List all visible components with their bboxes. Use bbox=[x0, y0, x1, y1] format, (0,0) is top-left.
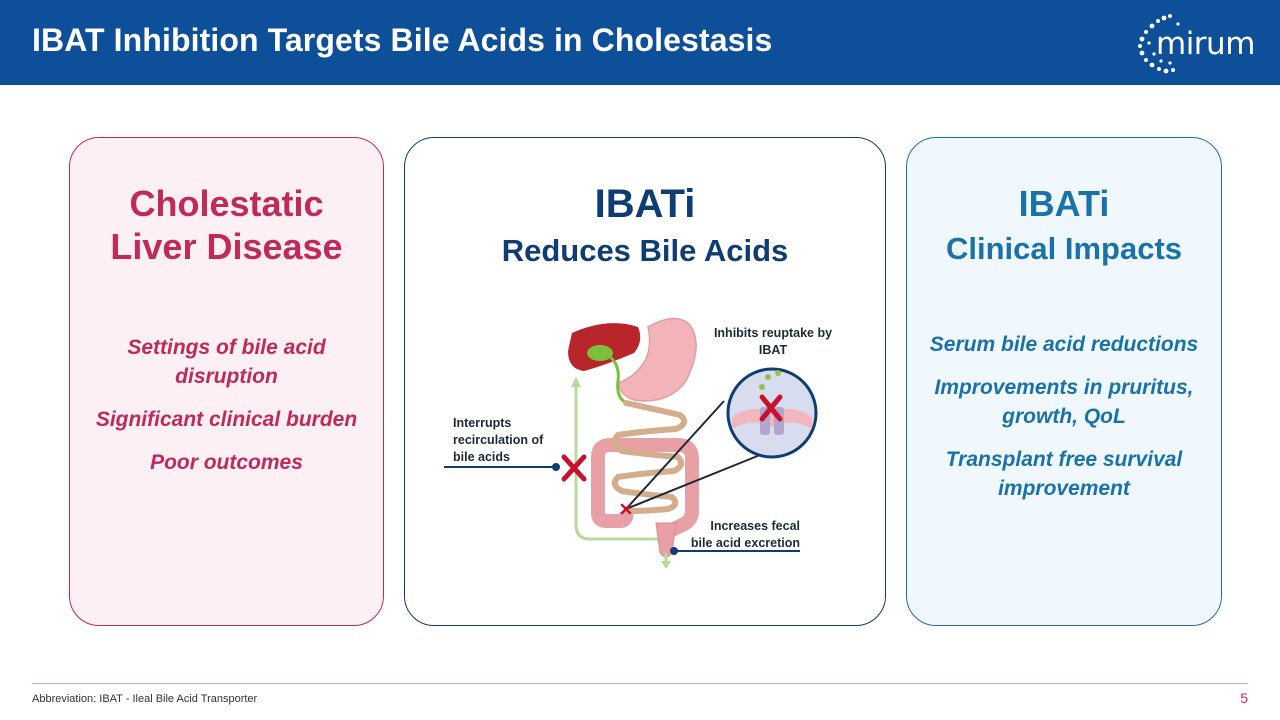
cholestatic-title-line1: Cholestatic bbox=[129, 183, 324, 224]
cholestatic-title-line2: Liver Disease bbox=[110, 226, 343, 268]
logo-dots-icon bbox=[1138, 14, 1180, 74]
cholestatic-bullet: Settings of bile acid disruption bbox=[127, 336, 326, 388]
ibati-clinical-impacts-panel: IBATi Clinical Impacts Serum bile acid r… bbox=[906, 137, 1222, 626]
cholestatic-bullets: Settings of bile acid disruption Signifi… bbox=[80, 333, 373, 491]
interrupts-recirculation-label: Interrupts recirculation of bile acids bbox=[453, 416, 544, 464]
clinical-impact-bullet: Serum bile acid reductions bbox=[929, 333, 1199, 356]
ibati-mid-subtitle: Reduces Bile Acids bbox=[501, 233, 789, 268]
ibati-right-subtitle: Clinical Impacts bbox=[945, 231, 1183, 266]
digestive-illustration bbox=[444, 317, 818, 569]
ibati-reduces-panel: IBATi Reduces Bile Acids bbox=[404, 137, 886, 626]
ileum-cross-icon bbox=[620, 503, 632, 515]
ibati-mid-title: IBATi bbox=[594, 182, 696, 226]
slide-header: IBAT Inhibition Targets Bile Acids in Ch… bbox=[0, 0, 1280, 85]
transporter-block-cross-icon bbox=[759, 394, 783, 422]
cholestatic-bullet: Poor outcomes bbox=[150, 451, 303, 474]
fecal-excretion-label: Increases fecal bile acid excretion bbox=[690, 519, 800, 550]
slide-title: IBAT Inhibition Targets Bile Acids in Ch… bbox=[32, 22, 773, 58]
cholestatic-disease-panel: Cholestatic Liver Disease Settings of bi… bbox=[69, 137, 384, 626]
digestive-system-diagram: Inhibits reuptake by IBAT Interrupts rec… bbox=[440, 305, 850, 585]
clinical-impact-bullet: Transplant free survival improvement bbox=[945, 448, 1183, 500]
small-intestine-icon bbox=[611, 400, 688, 514]
abbreviation-note: Abbreviation: IBAT - Ileal Bile Acid Tra… bbox=[32, 693, 258, 705]
recirculation-block-cross-icon bbox=[561, 454, 587, 482]
gallbladder-icon bbox=[587, 345, 613, 361]
ibati-right-title: IBATi bbox=[1018, 183, 1110, 224]
footer-divider bbox=[32, 683, 1248, 684]
inhibits-reuptake-label: Inhibits reuptake by IBAT bbox=[713, 326, 833, 357]
cholestatic-title: Cholestatic Liver Disease bbox=[70, 182, 383, 268]
clinical-impact-bullet: Improvements in pruritus, growth, QoL bbox=[934, 376, 1194, 428]
recirculation-arrow-icon bbox=[571, 377, 581, 387]
logo-wordmark: mirum bbox=[1156, 26, 1255, 62]
stomach-icon bbox=[617, 317, 697, 402]
excretion-arrow-icon bbox=[661, 561, 671, 569]
clinical-impact-bullets: Serum bile acid reductions Improvements … bbox=[917, 330, 1211, 517]
mirum-logo: mirum bbox=[1134, 12, 1255, 74]
large-intestine-icon bbox=[591, 438, 699, 528]
page-number: 5 bbox=[1240, 690, 1248, 706]
cholestatic-bullet: Significant clinical burden bbox=[95, 408, 358, 431]
